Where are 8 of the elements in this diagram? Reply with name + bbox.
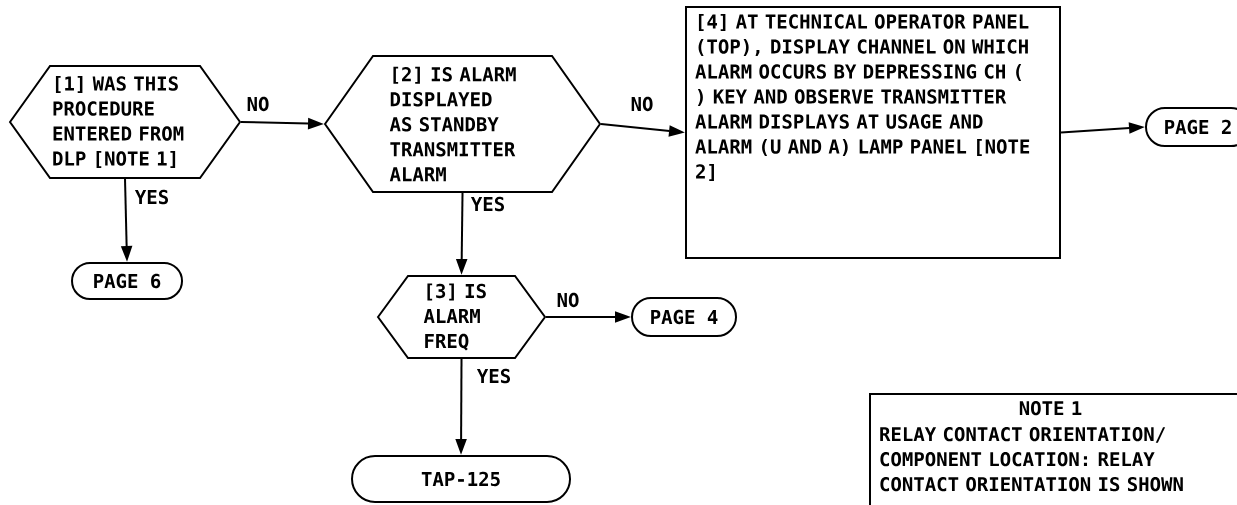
edge-label: YES	[469, 195, 507, 213]
edge-label: NO	[245, 95, 271, 113]
process-box: [4] AT TECHNICAL OPERATOR PANEL (TOP), DISPLAY CHANNEL ON WHICH ALARM OCCURS BY DEPRESSING CH ( ) KEY AND OBSERVE TRANSMITTER ALARM DISPLAYS AT USAGE AND ALARM (U AND A) LAMP PANEL [NOTE 2]	[685, 6, 1061, 259]
edge-label: NO	[555, 291, 581, 309]
edge-label: YES	[133, 188, 171, 206]
edge-label: YES	[475, 367, 513, 385]
edge-label: NO	[629, 95, 655, 113]
note-box: NOTE 1 RELAY CONTACT ORIENTATION/ COMPONENT LOCATION: RELAY CONTACT ORIENTATION IS SHOWN	[869, 393, 1237, 505]
